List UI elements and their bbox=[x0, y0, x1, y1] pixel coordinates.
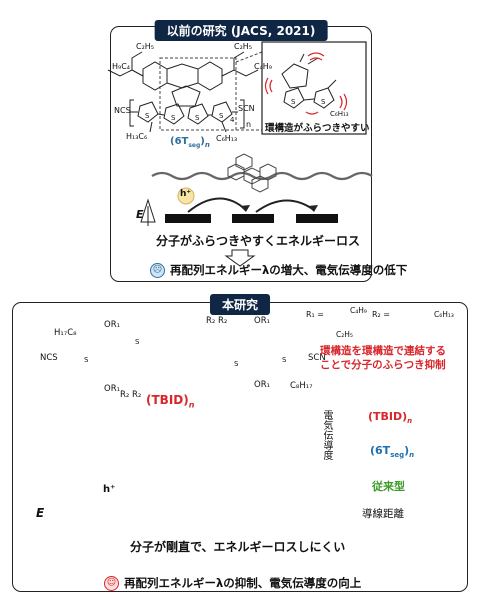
previous-conclusion: 分子がふらつきやすくエネルギーロス bbox=[156, 234, 361, 248]
label-s-b2: S bbox=[135, 338, 140, 346]
previous-study-header: 以前の研究 (JACS, 2021) bbox=[154, 20, 328, 41]
series-tbid-label: (TBID)n bbox=[368, 410, 413, 426]
label-r2r2-2: R₂ R₂ bbox=[120, 390, 142, 400]
energy-level-bar-3 bbox=[296, 214, 338, 223]
current-conclusion: 分子が剛直で、エネルギーロスしにくい bbox=[130, 540, 346, 554]
label-h9c4: H₉C₄ bbox=[112, 62, 131, 71]
label-scn-bottom: SCN bbox=[308, 353, 326, 363]
label-four: 4 bbox=[230, 116, 235, 124]
inset-thiophene-left bbox=[283, 87, 305, 109]
label-s-1: S bbox=[145, 112, 150, 120]
label-h17c8: H₁₇C₈ bbox=[54, 328, 77, 338]
highlight-dashed-box bbox=[159, 57, 237, 131]
alkyl-chain-left bbox=[107, 69, 144, 77]
label-ncs-top: NCS bbox=[114, 106, 131, 115]
alkyl-chain-right-branch bbox=[233, 51, 245, 70]
inset-thiophene-right bbox=[313, 87, 335, 109]
inset-caption: 環構造がふらつきやすい bbox=[265, 123, 370, 134]
graph-ylabel: 電気伝導度 bbox=[321, 410, 332, 460]
energy-label-top: E bbox=[136, 208, 144, 221]
alkyl-chain-right bbox=[221, 69, 259, 77]
r2-c6h13: C₆H₁₃ bbox=[434, 310, 454, 319]
label-or1-2: OR₁ bbox=[104, 384, 121, 394]
graph-xlabel: 導線距離 bbox=[362, 508, 404, 520]
energy-level-bar-1 bbox=[165, 214, 211, 223]
flexible-backbone bbox=[151, 171, 373, 181]
label-s-2: S bbox=[171, 114, 176, 122]
energy-level-bar-2 bbox=[232, 214, 274, 223]
r2-definition: R₂ = bbox=[372, 310, 391, 319]
polymer-6tseg-label: (6Tseg)n bbox=[170, 136, 210, 149]
design-idea-line1: 環構造を環構造で連結する bbox=[320, 345, 446, 357]
hole-label-top: h⁺ bbox=[180, 189, 192, 199]
label-s-inset-1: S bbox=[291, 98, 296, 106]
thiophene-ring-outer-right bbox=[211, 101, 233, 123]
fluorene-ring-center bbox=[166, 63, 199, 89]
r1-definition: R₁ = bbox=[306, 310, 325, 319]
label-s-b3: S bbox=[234, 360, 239, 368]
thiophene-ring-center-right bbox=[187, 103, 209, 125]
cyclopenta-ring bbox=[171, 85, 201, 107]
label-s-4: S bbox=[219, 112, 224, 120]
alkyl-chain-left-branch bbox=[131, 51, 143, 70]
previous-result: ☹再配列エネルギーλの増大、電気伝導度の低下 bbox=[150, 262, 407, 278]
label-c8h17: C₈H₁₇ bbox=[290, 381, 313, 391]
label-s-inset-2: S bbox=[321, 98, 326, 106]
fluorene-ring-left bbox=[142, 61, 168, 91]
flexibility-inset-box bbox=[261, 41, 367, 135]
label-or1-1: OR₁ bbox=[104, 320, 121, 330]
energy-label-bottom: E bbox=[36, 506, 45, 520]
label-scn-top: SCN bbox=[238, 104, 255, 113]
series-conventional-label: 従来型 bbox=[372, 480, 405, 493]
current-result: ☺再配列エネルギーλの抑制、電気伝導度の向上 bbox=[104, 575, 361, 591]
label-c2h5-right: C₂H₅ bbox=[234, 42, 253, 51]
current-study-panel bbox=[12, 302, 468, 592]
design-idea: 環構造を環構造で連結する ことで分子のふらつき抑制 bbox=[320, 344, 446, 372]
label-c6h13-top: C₆H₁₃ bbox=[216, 134, 238, 143]
hole-label-bottom: h⁺ bbox=[103, 484, 116, 495]
smile-face-icon: ☺ bbox=[104, 576, 119, 591]
hole-carrier-top bbox=[177, 187, 195, 205]
label-r2r2-1: R₂ R₂ bbox=[206, 316, 228, 326]
label-c2h5-left: C₂H₅ bbox=[136, 42, 155, 51]
r1-c2h5: C₂H₅ bbox=[336, 330, 353, 339]
label-or1-3: OR₁ bbox=[254, 316, 271, 326]
label-n-top: n bbox=[246, 120, 252, 129]
down-arrow-top bbox=[224, 249, 256, 267]
label-or1-4: OR₁ bbox=[254, 380, 271, 390]
hop-arrow-2 bbox=[255, 199, 315, 213]
label-s-3: S bbox=[195, 114, 200, 122]
label-s-b4: S bbox=[282, 356, 287, 364]
fluorene-ring-right bbox=[197, 61, 223, 91]
label-s-b1: S bbox=[84, 356, 89, 364]
label-h13c6: H₁₃C₆ bbox=[126, 132, 148, 141]
inset-cyclopentane bbox=[281, 63, 309, 89]
current-study-header: 本研究 bbox=[209, 294, 271, 315]
r1-c4h9: C₄H₉ bbox=[350, 306, 367, 315]
polymer-tbid-label: (TBID)n bbox=[146, 393, 195, 410]
sad-face-icon: ☹ bbox=[150, 263, 165, 278]
label-ncs-bottom: NCS bbox=[40, 353, 58, 363]
design-idea-line2: ことで分子のふらつき抑制 bbox=[320, 359, 446, 371]
label-c6h13-inset: C₆H₁₃ bbox=[330, 110, 349, 118]
thiophene-ring-center-left bbox=[163, 103, 185, 125]
hop-arrow-1 bbox=[187, 197, 247, 213]
thiophene-ring-outer-left bbox=[137, 101, 159, 123]
series-6t-label: (6Tseg)n bbox=[370, 444, 415, 460]
backbone-core-rings bbox=[227, 153, 277, 193]
label-c4h9: C₄H₉ bbox=[254, 62, 273, 71]
